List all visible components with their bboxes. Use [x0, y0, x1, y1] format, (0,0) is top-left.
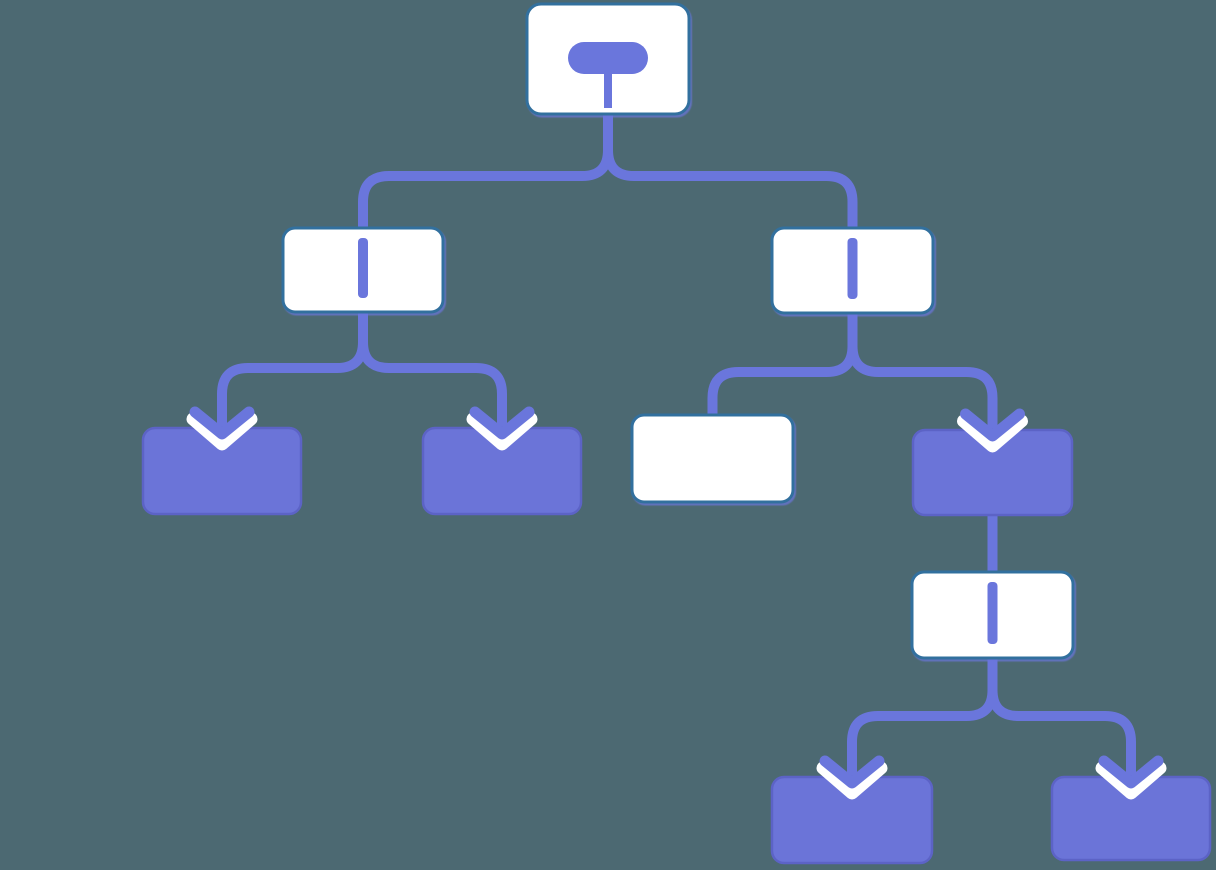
arrow-marker-leaf-g [1095, 755, 1167, 800]
arrowhead-icon [1098, 755, 1164, 789]
arrowhead-icon [469, 406, 535, 440]
edges-layer [217, 112, 1136, 781]
chevron-white-icon [957, 414, 1028, 453]
arrow-marker-leaf-a [186, 406, 258, 451]
bar-icon [987, 582, 998, 644]
glyphs-layer [358, 42, 998, 644]
arrow-marker-leaf-f [816, 755, 888, 800]
chevron-white-icon [1095, 761, 1167, 800]
edge-root-to-branch-right [603, 112, 858, 232]
chevron-white-icon [816, 761, 888, 800]
nodes-layer [141, 2, 1212, 865]
root-icon-stem [604, 74, 612, 108]
chevron-white-icon [186, 412, 258, 451]
root-icon-capsule [568, 42, 648, 74]
markers-layer [186, 406, 1167, 800]
node-node-c[interactable] [630, 413, 795, 504]
bar-icon [358, 238, 368, 298]
root-icon [568, 42, 648, 108]
edge-right-to-node-d [847, 311, 998, 434]
arrow-marker-leaf-b [466, 406, 538, 451]
bar-icon [847, 238, 858, 299]
arrow-marker-node-d [957, 408, 1028, 453]
arrowhead-icon [960, 408, 1025, 442]
edge-low-to-leaf-g [987, 656, 1136, 781]
arrowhead-icon [189, 406, 255, 440]
chevron-white-icon [466, 412, 538, 451]
arrowhead-icon [819, 755, 885, 789]
edge-left-to-leaf-b [358, 310, 507, 432]
